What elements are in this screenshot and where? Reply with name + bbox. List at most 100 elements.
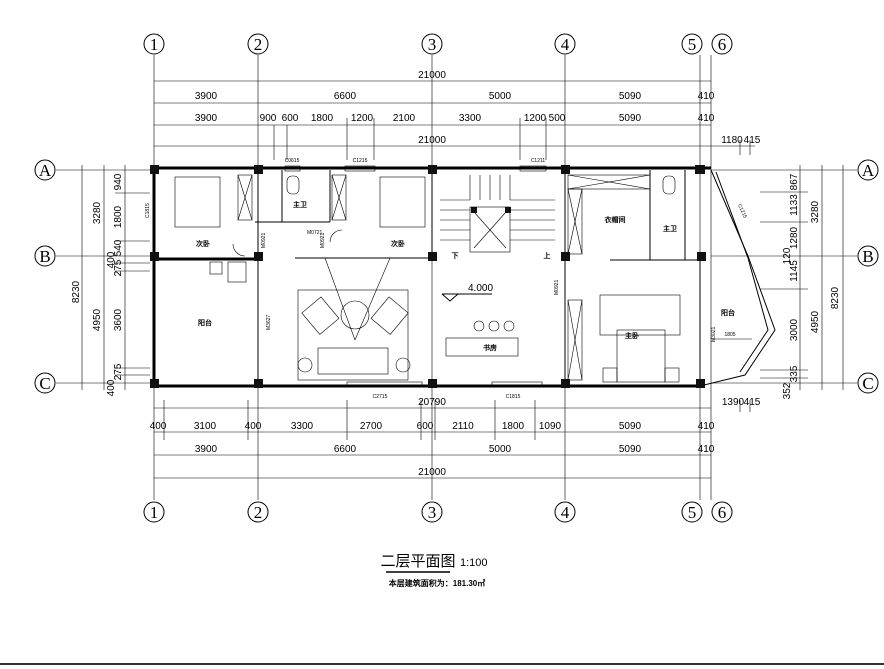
dim-text: 275 [113, 259, 124, 276]
axis-label: 2 [254, 503, 263, 522]
dim-text: 1200 [351, 113, 374, 124]
dim-text: 3900 [195, 444, 218, 455]
dim-text: 4950 [810, 310, 821, 333]
axis-label: 1 [150, 503, 159, 522]
dim-text: 900 [260, 113, 277, 124]
dim-text: 3000 [789, 318, 800, 341]
dim-text: 3900 [195, 113, 218, 124]
dim-text: 410 [698, 91, 715, 102]
room-label: 衣帽间 [605, 215, 626, 224]
axis-label: A [862, 161, 875, 180]
dim-text: 2100 [393, 113, 416, 124]
axis-label: 3 [428, 35, 437, 54]
window-label: C1815 [506, 394, 521, 400]
axis-label: A [39, 161, 52, 180]
dim-text: 6600 [334, 444, 357, 455]
dim-text: 1145 [789, 260, 800, 282]
stair-up-label: 上 [544, 251, 551, 260]
dim-text: 1280 [789, 226, 800, 249]
axis-label: 4 [561, 35, 570, 54]
sofa-icon [317, 347, 389, 375]
stair-and-elevator [440, 175, 555, 253]
dim-text: 5090 [619, 444, 642, 455]
dim-text: 400 [245, 421, 262, 432]
dim-text: 1800 [311, 113, 334, 124]
toilet-icon [662, 175, 676, 195]
dim-text: 415 [744, 135, 761, 146]
dim-text: 1133 [789, 194, 800, 216]
furniture [174, 175, 681, 383]
dim-text: 3280 [810, 200, 821, 223]
window-label: C1215 [736, 203, 748, 219]
walls [150, 165, 776, 388]
window-label: C1211 [531, 158, 546, 164]
left-dimensions: 8230 3280 4950 940 1800 540 400 275 3600… [71, 165, 150, 396]
dim-text: 540 [113, 239, 124, 256]
dim-text: 5090 [619, 421, 642, 432]
dim-text: 5000 [489, 444, 512, 455]
dim-text: 1390 [722, 397, 745, 408]
room-label: 次卧 [391, 239, 405, 248]
bed-icon [379, 176, 426, 228]
master-bed-icon [616, 329, 666, 383]
dim-text: 410 [698, 113, 715, 124]
dim-text: 20790 [418, 397, 446, 408]
dim-text: 21000 [418, 135, 446, 146]
top-dimensions: 21000 3900 6600 5000 5090 410 3900 900 6… [154, 70, 761, 160]
dim-text: 600 [282, 113, 299, 124]
axis-label: B [39, 247, 50, 266]
axis-label: 1 [150, 35, 159, 54]
axis-label: 5 [688, 503, 697, 522]
dim-text: 2700 [360, 421, 383, 432]
dim-text: 410 [698, 421, 715, 432]
axis-label: 3 [428, 503, 437, 522]
dim-text: 5090 [619, 113, 642, 124]
dim-text: 400 [106, 251, 117, 268]
dim-text: 2110 [452, 421, 474, 432]
elevation-value: 4.000 [468, 283, 493, 294]
door-label: M0921 [320, 232, 326, 248]
axis-label: B [862, 247, 873, 266]
stair-down-label: 下 [452, 252, 459, 260]
dim-text: 867 [789, 173, 800, 190]
elevation-mark: 4.000 [441, 283, 493, 302]
dim-text: 400 [150, 421, 167, 432]
dim-text: 8230 [71, 280, 82, 303]
dim-text: 940 [113, 173, 124, 190]
dim-text: 1180 [721, 135, 743, 146]
axis-label: 6 [718, 35, 727, 54]
window-label: C2715 [373, 394, 388, 400]
dim-text: 4950 [92, 308, 103, 331]
dim-text: 3300 [291, 421, 314, 432]
dim-text: 5000 [489, 91, 512, 102]
dim-text: 1800 [113, 205, 124, 228]
dim-text: 400 [106, 379, 117, 396]
room-label: 主卫 [663, 224, 677, 233]
dim-text: 3280 [92, 201, 103, 224]
drawing-title-block: 二层平面图 1:100 本层建筑面积为：181.30㎡ [380, 553, 487, 588]
window-label: C1215 [353, 158, 368, 164]
dim-text: 8230 [830, 286, 841, 309]
dim-text: 21000 [418, 70, 446, 81]
room-label: 主卧 [625, 331, 639, 340]
dim-text: 275 [113, 363, 124, 380]
axis-label: 5 [688, 35, 697, 54]
door-label: M0721 [307, 230, 323, 236]
master-bed-frame [599, 294, 681, 336]
room-label: 书房 [483, 343, 497, 352]
desk-icon [445, 337, 519, 357]
dim-text: 1200 [524, 113, 547, 124]
axis-label: 2 [254, 35, 263, 54]
axis-label: C [862, 374, 873, 393]
dim-text: 3600 [113, 308, 124, 331]
dim-text: 500 [549, 113, 566, 124]
bed-icon [174, 176, 221, 228]
axis-label: 6 [718, 503, 727, 522]
drawing-scale: 1:100 [460, 557, 488, 569]
dim-text: 600 [417, 421, 434, 432]
dim-text: 120 [782, 247, 793, 264]
axis-lines [56, 55, 857, 500]
dim-text: 1090 [539, 421, 562, 432]
door-label: M3021 [711, 326, 717, 342]
